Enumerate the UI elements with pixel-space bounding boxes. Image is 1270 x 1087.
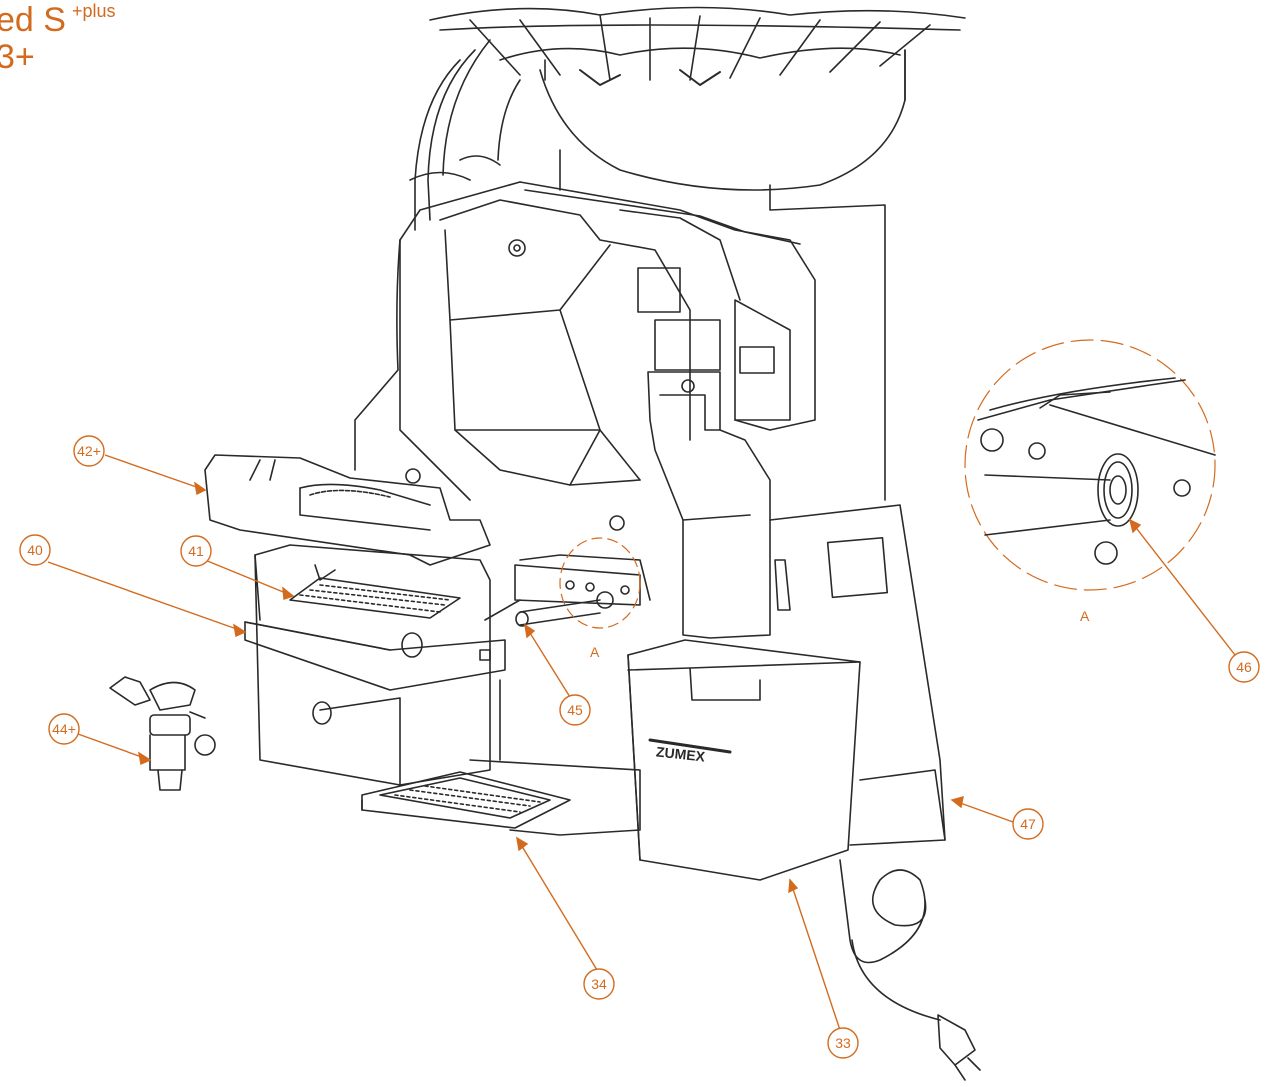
title-superscript: +plus (71, 1, 116, 21)
callout-40: 40 (19, 534, 51, 566)
title-line-2: 3+ (0, 38, 35, 76)
tray-assembly-drawing (244, 544, 506, 786)
press-assembly-drawing (204, 454, 491, 566)
title-model: ed S (0, 1, 66, 39)
callout-41: 41 (180, 535, 212, 567)
title-line-1: ed S+plus (0, 0, 116, 37)
callout-42plus: 42+ (73, 435, 105, 467)
fruit-basket-drawing (409, 6, 966, 231)
callout-label: 45 (567, 702, 583, 718)
callout-44plus: 44+ (48, 713, 80, 745)
brand-mark: ZUMEX (655, 743, 706, 764)
callout-label: 41 (188, 543, 204, 559)
callout-label: 42+ (77, 443, 101, 459)
callout-33: 33 (827, 1027, 859, 1059)
detail-a-drawing (964, 339, 1216, 591)
power-cord-drawing (839, 859, 981, 1081)
machine-body-drawing (354, 149, 946, 846)
callout-leaders (47, 454, 1236, 1031)
callout-label: 40 (27, 542, 43, 558)
callout-46: 46 (1228, 651, 1260, 683)
callout-label: 34 (591, 976, 607, 992)
callout-label: 33 (835, 1035, 851, 1051)
callout-label: 44+ (52, 721, 76, 737)
callout-47: 47 (1012, 808, 1044, 840)
callout-45: 45 (559, 694, 591, 726)
callout-label: 47 (1020, 816, 1036, 832)
detail-label-a: A (1080, 608, 1090, 624)
callout-34: 34 (583, 968, 615, 1000)
drip-tray-drawing (361, 771, 571, 829)
valve-drawing (109, 676, 216, 791)
callout-label: 46 (1236, 659, 1252, 675)
callout-markers: 42+ 40 41 44+ 45 46 (19, 435, 1260, 1059)
peel-bin-drawing: ZUMEX (627, 639, 861, 881)
detail-marker-a: A (590, 644, 600, 660)
